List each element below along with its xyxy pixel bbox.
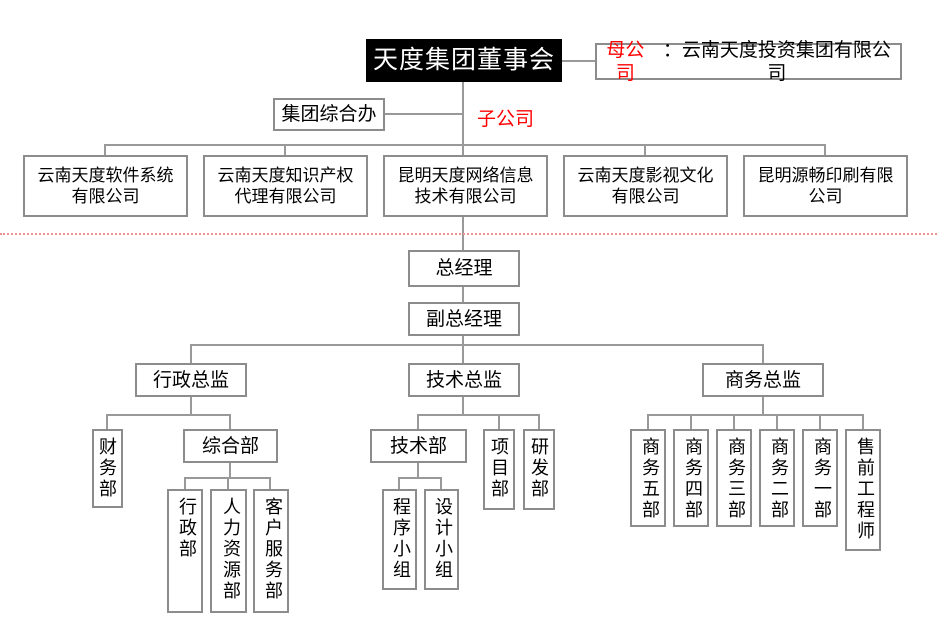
company-name-line: 有限公司 — [611, 187, 680, 206]
connector-line — [417, 414, 419, 430]
company-name-line: 昆明源畅印刷有限 — [757, 166, 894, 185]
connector-line — [440, 477, 442, 490]
connector-line — [190, 344, 764, 346]
tech-dept-label: 技术部 — [389, 435, 447, 457]
section-divider-dotted — [0, 233, 937, 235]
connector-line — [819, 414, 821, 430]
director-tech-box: 技术总监 — [408, 363, 520, 397]
connector-line — [104, 144, 106, 157]
general-dept-label: 综合部 — [201, 435, 259, 457]
connector-line — [647, 414, 649, 430]
group-office-box: 集团综合办 — [273, 98, 385, 131]
director-tech-label: 技术总监 — [425, 369, 502, 391]
company-box-network-info: 昆明天度网络信息 技术有限公司 — [383, 155, 548, 217]
connector-line — [690, 414, 692, 430]
connector-line — [190, 344, 192, 363]
parent-company-label: 母公司 — [606, 39, 645, 84]
connector-line — [227, 477, 229, 490]
connector-line — [647, 414, 864, 416]
connector-line — [462, 336, 464, 346]
connector-line — [462, 344, 464, 363]
board-box: 天度集团董事会 — [366, 39, 562, 82]
connector-line — [417, 414, 540, 416]
hr-dept-box: 人力资源部 — [210, 489, 247, 613]
company-name-line: 技术有限公司 — [414, 187, 517, 206]
connector-line — [398, 477, 400, 490]
connector-line — [190, 397, 192, 415]
connector-line — [184, 477, 186, 490]
connector-line — [284, 144, 286, 157]
program-group-box: 程序小组 — [382, 489, 417, 590]
company-box-printing: 昆明源畅印刷有限 公司 — [743, 155, 908, 217]
director-business-box: 商务总监 — [702, 363, 824, 397]
subsidiary-label: 子公司 — [477, 109, 535, 130]
company-name-line: 云南天度影视文化 — [577, 166, 714, 185]
connector-line — [462, 82, 464, 157]
connector-line — [398, 477, 442, 479]
connector-line — [498, 414, 500, 430]
company-box-film-culture: 云南天度影视文化 有限公司 — [563, 155, 728, 217]
design-group-box: 设计小组 — [424, 489, 459, 590]
company-name-line: 有限公司 — [71, 187, 140, 206]
connector-line — [229, 414, 231, 430]
general-manager-box: 总经理 — [408, 250, 520, 287]
rnd-dept-box: 研发部 — [523, 429, 555, 510]
director-admin-box: 行政总监 — [135, 363, 247, 397]
board-title: 天度集团董事会 — [372, 46, 555, 74]
director-business-label: 商务总监 — [724, 369, 801, 391]
connector-line — [762, 344, 764, 363]
tech-dept-box: 技术部 — [370, 429, 467, 463]
connector-line — [105, 144, 826, 146]
connector-line — [269, 477, 271, 490]
company-name-line: 云南天度知识产权 — [217, 166, 354, 185]
connector-line — [776, 414, 778, 430]
connector-line — [762, 397, 764, 415]
general-manager-label: 总经理 — [435, 258, 493, 279]
company-box-software: 云南天度软件系统 有限公司 — [23, 155, 188, 217]
connector-line — [106, 414, 231, 416]
business-team3-box: 商务三部 — [716, 429, 752, 527]
company-box-ip-agency: 云南天度知识产权 代理有限公司 — [203, 155, 368, 217]
customer-service-dept-box: 客户服务部 — [253, 489, 289, 613]
connector-line — [417, 463, 419, 478]
business-team1-box: 商务一部 — [802, 429, 838, 527]
director-admin-label: 行政总监 — [152, 369, 229, 391]
connector-line — [229, 463, 231, 478]
connector-line — [538, 414, 540, 430]
connector-line — [824, 144, 826, 157]
connector-line — [562, 60, 595, 62]
general-dept-box: 综合部 — [183, 429, 278, 463]
connector-line — [385, 113, 464, 115]
presales-engineer-box: 售前工程师 — [845, 429, 881, 551]
business-team5-box: 商务五部 — [630, 429, 666, 527]
company-name-line: 代理有限公司 — [234, 187, 337, 206]
business-team4-box: 商务四部 — [673, 429, 709, 527]
deputy-general-manager-box: 副总经理 — [408, 302, 520, 336]
connector-line — [462, 397, 464, 415]
finance-dept-box: 财务部 — [92, 429, 123, 508]
company-name-line: 昆明天度网络信息 — [397, 166, 534, 185]
connector-line — [106, 414, 108, 430]
parent-company-name: ：云南天度投资集团有限公司 — [662, 39, 891, 84]
group-office-label: 集团综合办 — [281, 104, 377, 125]
company-name-line: 公司 — [808, 187, 843, 206]
parent-company-box: 母公司 ：云南天度投资集团有限公司 — [595, 40, 902, 84]
connector-line — [862, 414, 864, 430]
project-dept-box: 项目部 — [483, 429, 515, 510]
company-name-line: 云南天度软件系统 — [37, 166, 174, 185]
connector-line — [462, 287, 464, 302]
deputy-general-manager-label: 副总经理 — [425, 308, 502, 330]
business-team2-box: 商务二部 — [759, 429, 795, 527]
connector-line — [733, 414, 735, 430]
admin-dept-box: 行政部 — [167, 489, 203, 613]
connector-line — [644, 144, 646, 157]
